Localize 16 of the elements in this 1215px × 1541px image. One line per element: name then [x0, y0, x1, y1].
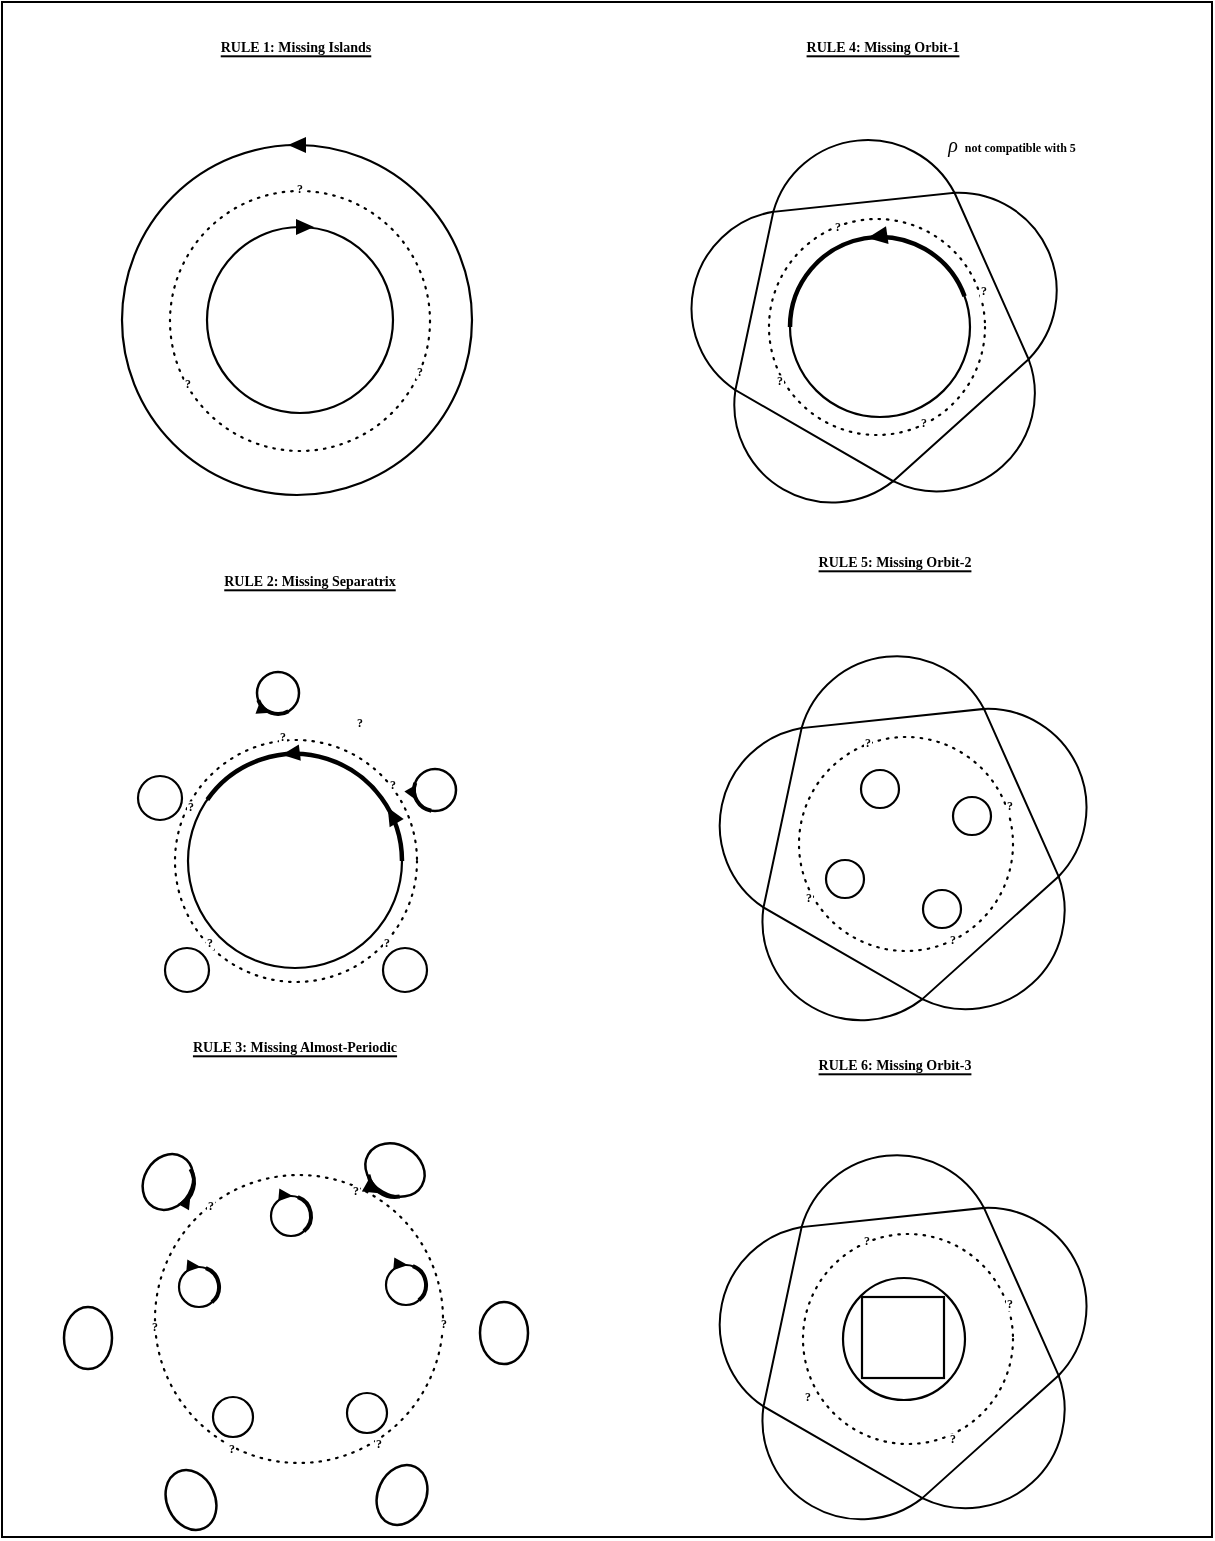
rule-heading: RULE 5: Missing Orbit-2 — [818, 555, 972, 571]
question-mark: ? — [184, 378, 192, 392]
rule-heading: RULE 4: Missing Orbit-1 — [806, 40, 960, 56]
question-mark: ? — [389, 779, 397, 793]
rule-heading: RULE 6: Missing Orbit-3 — [818, 1058, 972, 1074]
annotation-note: ρ not compatible with 5 — [948, 134, 1076, 156]
question-mark: ? — [206, 937, 214, 951]
question-mark: ? — [279, 731, 287, 745]
rule-heading: RULE 1: Missing Islands — [220, 40, 372, 56]
rule-heading: RULE 3: Missing Almost-Periodic — [192, 1040, 398, 1056]
question-mark: ? — [1006, 1298, 1014, 1312]
question-mark: ? — [1006, 800, 1014, 814]
question-mark: ? — [980, 285, 988, 299]
question-mark: ? — [440, 1318, 448, 1332]
rule-heading: RULE 2: Missing Separatrix — [224, 574, 396, 590]
question-mark: ? — [416, 366, 424, 380]
